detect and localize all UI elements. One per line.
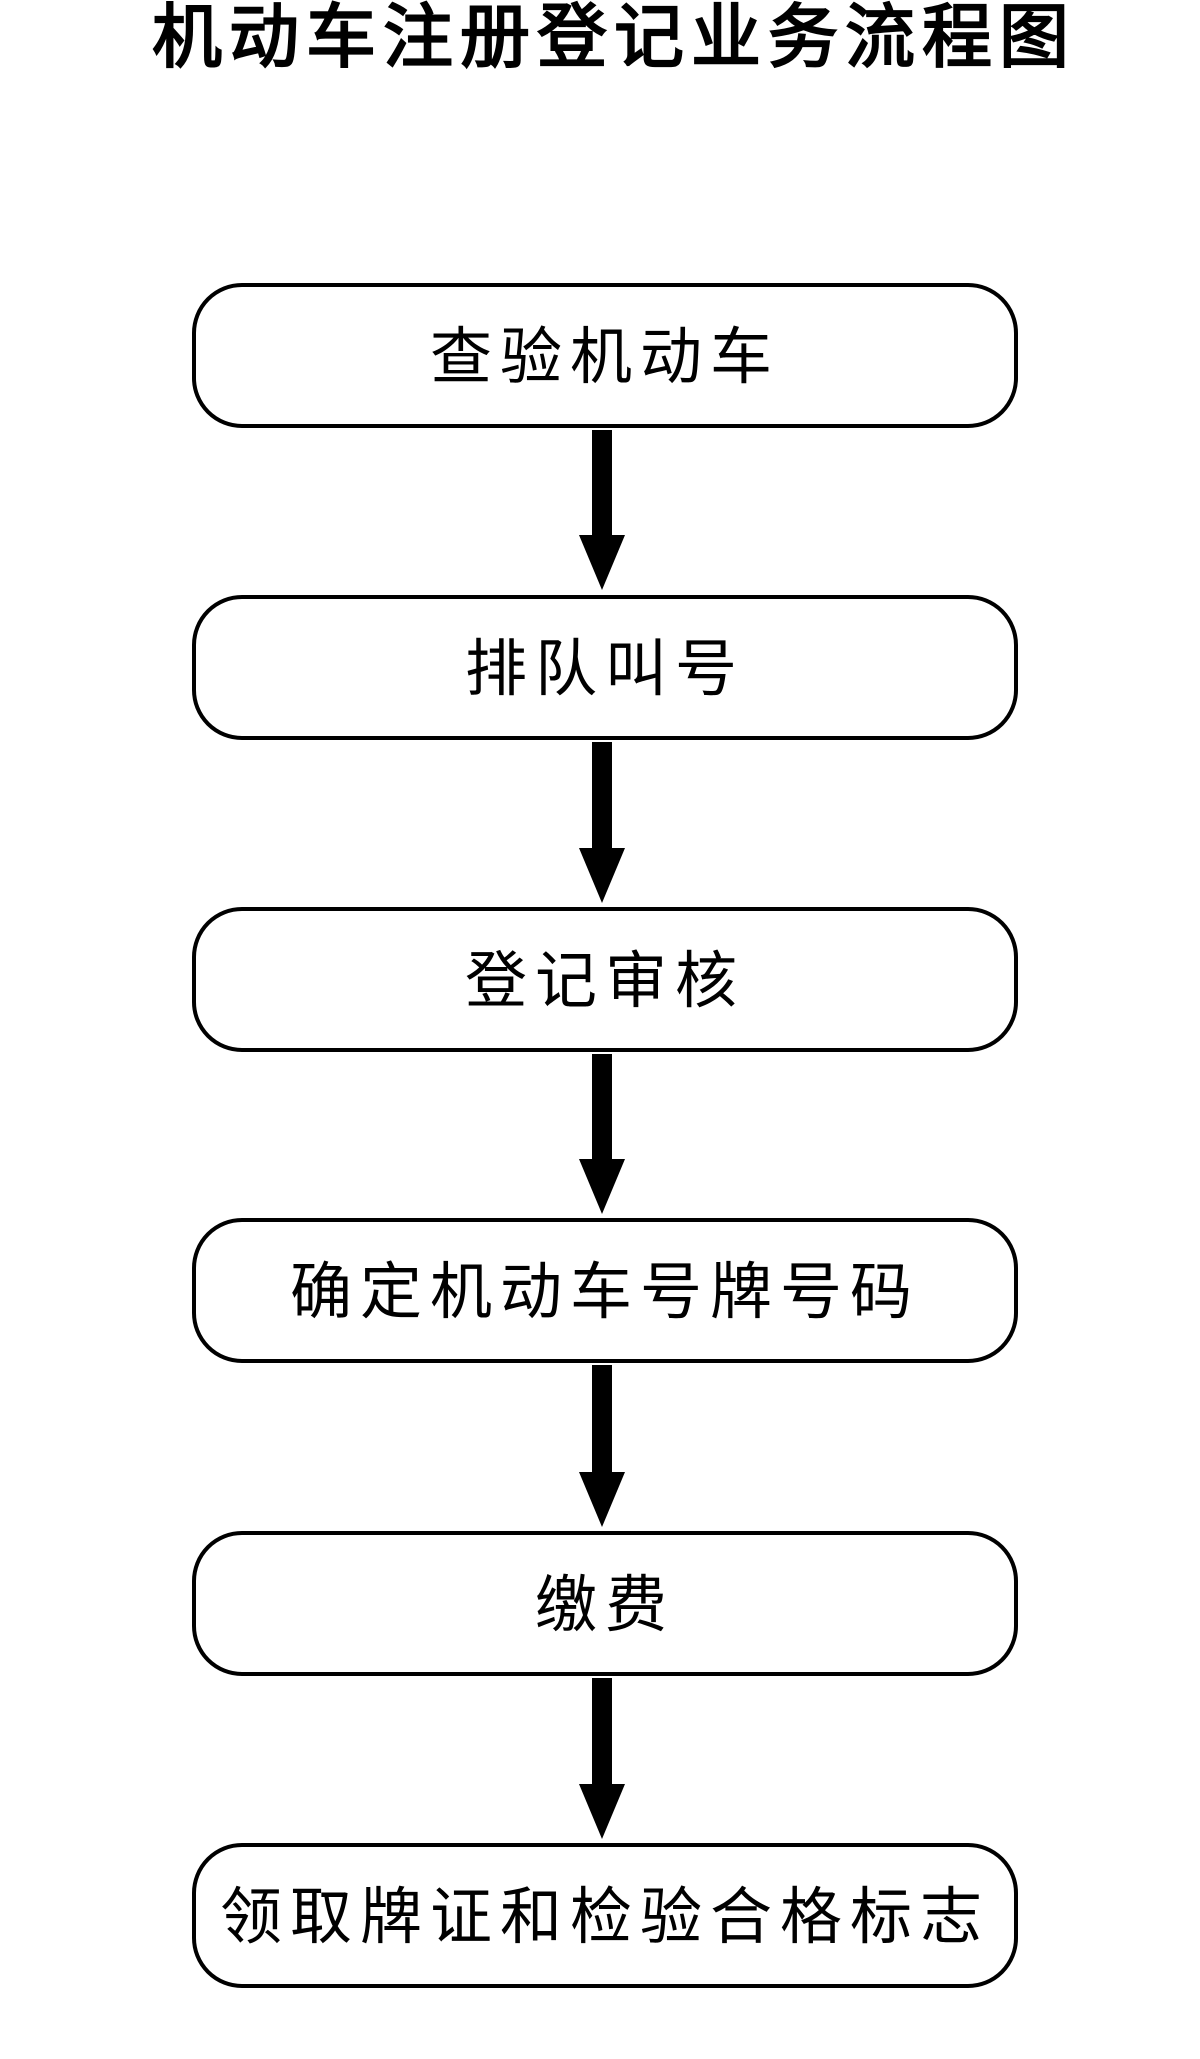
arrow-shaft — [592, 1365, 612, 1472]
flow-step-6-label: 领取牌证和检验合格标志 — [219, 1883, 990, 1952]
page-title: 机动车注册登记业务流程图 — [152, 0, 1076, 77]
flow-step-5: 缴费 — [192, 1531, 1018, 1676]
flow-arrow-1 — [579, 430, 625, 590]
arrow-down-icon — [579, 1159, 625, 1214]
flow-arrow-4 — [579, 1365, 625, 1527]
flow-step-5-label: 缴费 — [534, 1571, 675, 1640]
flow-step-2: 排队叫号 — [192, 595, 1018, 740]
flow-step-3: 登记审核 — [192, 907, 1018, 1052]
flow-step-3-label: 登记审核 — [464, 947, 745, 1016]
arrow-shaft — [592, 430, 612, 535]
arrow-down-icon — [579, 1472, 625, 1527]
flow-step-1: 查验机动车 — [192, 283, 1018, 428]
flow-step-6: 领取牌证和检验合格标志 — [192, 1843, 1018, 1988]
flow-step-4-label: 确定机动车号牌号码 — [289, 1258, 920, 1327]
flow-step-1-label: 查验机动车 — [429, 323, 780, 392]
arrow-down-icon — [579, 535, 625, 590]
arrow-down-icon — [579, 1784, 625, 1839]
arrow-shaft — [592, 742, 612, 848]
arrow-down-icon — [579, 848, 625, 903]
arrow-shaft — [592, 1054, 612, 1159]
flow-arrow-2 — [579, 742, 625, 903]
arrow-shaft — [592, 1678, 612, 1784]
flow-arrow-3 — [579, 1054, 625, 1214]
flow-step-4: 确定机动车号牌号码 — [192, 1218, 1018, 1363]
flow-step-2-label: 排队叫号 — [464, 635, 745, 704]
flow-arrow-5 — [579, 1678, 625, 1839]
